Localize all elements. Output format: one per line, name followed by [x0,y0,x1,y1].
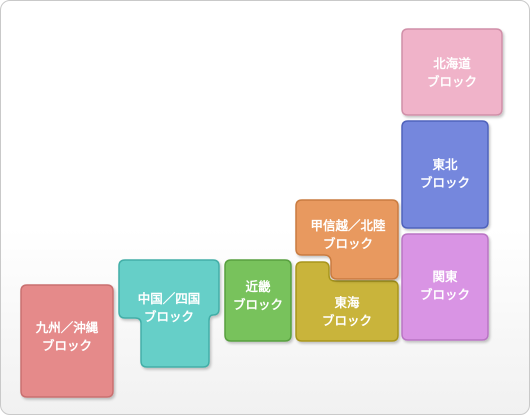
region-tokai-name: 東海 [334,295,360,310]
region-kyushu-okinawa-shape [20,284,114,398]
region-hokkaido-shape [401,28,503,116]
region-kanto-name: 関東 [432,269,458,284]
region-koshinetsu-hokuriku[interactable]: 甲信越／北陸 ブロック [295,199,399,280]
region-tohoku-name: 東北 [432,157,458,172]
region-hokkaido-suffix: ブロック [427,74,477,89]
region-tokai-suffix: ブロック [322,313,372,328]
region-tohoku-shape [401,120,489,229]
region-hokkaido-name: 北海道 [433,56,471,71]
region-chugoku-shikoku[interactable]: 中国／四国 ブロック [118,259,220,368]
region-koshinetsu-hokuriku-shape [295,199,399,280]
region-kinki-shape [224,259,292,342]
region-hokkaido[interactable]: 北海道 ブロック [401,28,503,116]
region-kinki-suffix: ブロック [233,297,283,312]
region-tohoku[interactable]: 東北 ブロック [401,120,489,229]
region-chugoku-shikoku-shape [118,259,220,368]
region-chugoku-shikoku-name: 中国／四国 [138,291,201,306]
region-tohoku-suffix: ブロック [420,175,470,190]
region-kinki-name: 近畿 [245,279,271,294]
region-kyushu-okinawa-name: 九州／沖縄 [35,320,99,335]
region-koshinetsu-hokuriku-name: 甲信越／北陸 [310,218,386,233]
region-kyushu-okinawa-suffix: ブロック [42,338,92,353]
region-koshinetsu-hokuriku-suffix: ブロック [323,236,373,251]
region-kanto[interactable]: 関東 ブロック [401,233,489,341]
region-chugoku-shikoku-suffix: ブロック [144,309,194,324]
region-kyushu-okinawa[interactable]: 九州／沖縄 ブロック [20,284,114,398]
region-kanto-shape [401,233,489,341]
region-kinki[interactable]: 近畿 ブロック [224,259,292,342]
region-kanto-suffix: ブロック [420,287,470,302]
region-tokai-shape [295,261,399,342]
region-tokai[interactable]: 東海 ブロック [295,261,399,342]
